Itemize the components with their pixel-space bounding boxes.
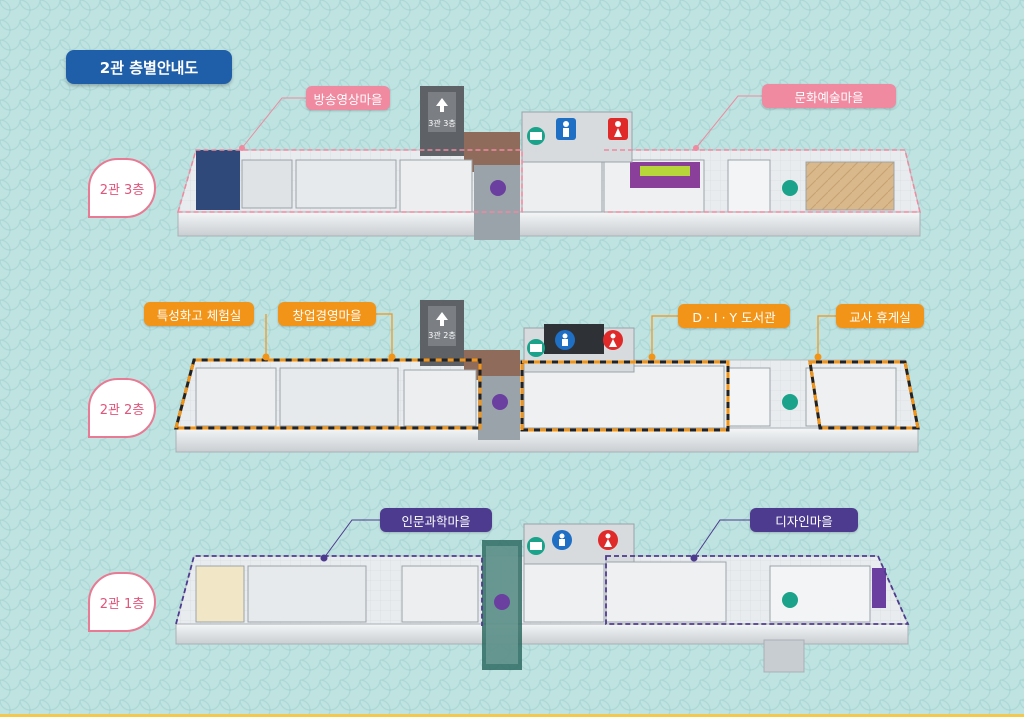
floor-tag-1f: 2관 1층 [88,572,156,632]
zone-label-broadcast: 방송영상마을 [306,86,390,110]
elevator-arrow-icon [436,312,448,326]
bottom-accent-line [0,714,1024,717]
male-restroom-icon [555,330,575,350]
elevator-people-icon [527,127,545,145]
emergency-exit-icon [490,180,506,196]
zone-label-teacher-lounge: 교사 휴게실 [836,304,924,328]
floor-tag-3f: 2관 3층 [88,158,156,218]
female-restroom-icon [598,530,618,550]
elevator-label-3f: 3관 3층 [428,118,455,128]
floor-3-plan [176,86,922,240]
emergency-exit-icon [494,594,510,610]
elevator-arrow-icon [436,98,448,112]
floor-1-plan [175,519,910,673]
female-restroom-icon [608,118,628,140]
elevator-label-2f: 3관 2층 [428,330,455,340]
floor-tag-2f: 2관 2층 [88,378,156,438]
zone-label-humanities: 인문과학마을 [380,508,492,532]
floor-2-plan [174,300,920,453]
emergency-exit-icon [782,180,798,196]
zone-label-design: 디자인마을 [750,508,858,532]
elevator-people-icon [527,339,545,357]
zone-label-specialized-hs: 특성화고 체험실 [144,302,254,326]
male-restroom-icon [556,118,576,140]
elevator-people-icon [527,537,545,555]
emergency-exit-icon [782,592,798,608]
zone-label-culture-art: 문화예술마을 [762,84,896,108]
zone-label-diy-library: D · I · Y 도서관 [678,304,790,328]
emergency-exit-icon [782,394,798,410]
male-restroom-icon [552,530,572,550]
emergency-exit-icon [492,394,508,410]
female-restroom-icon [603,330,623,350]
zone-label-startup: 창업경영마을 [278,302,376,326]
page-title: 2관 층별안내도 [66,50,232,84]
